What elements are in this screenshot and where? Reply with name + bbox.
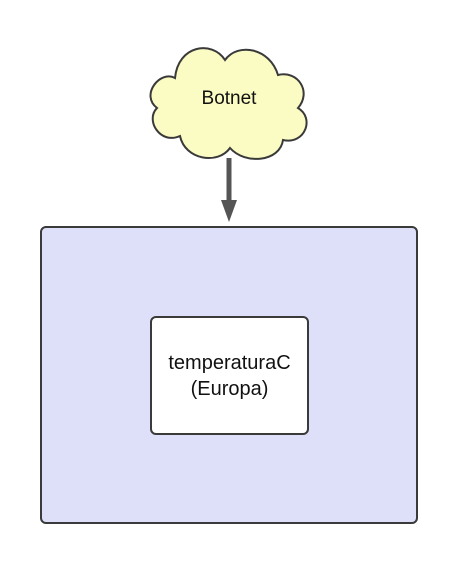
- temperatura-node-line1: temperaturaC: [168, 351, 291, 374]
- arrow-head: [221, 200, 237, 222]
- botnet-cloud-shape: [149, 47, 308, 160]
- temperatura-node: temperaturaC (Europa): [150, 316, 309, 435]
- temperatura-node-line2: (Europa): [190, 377, 269, 400]
- botnet-label: Botnet: [201, 88, 257, 109]
